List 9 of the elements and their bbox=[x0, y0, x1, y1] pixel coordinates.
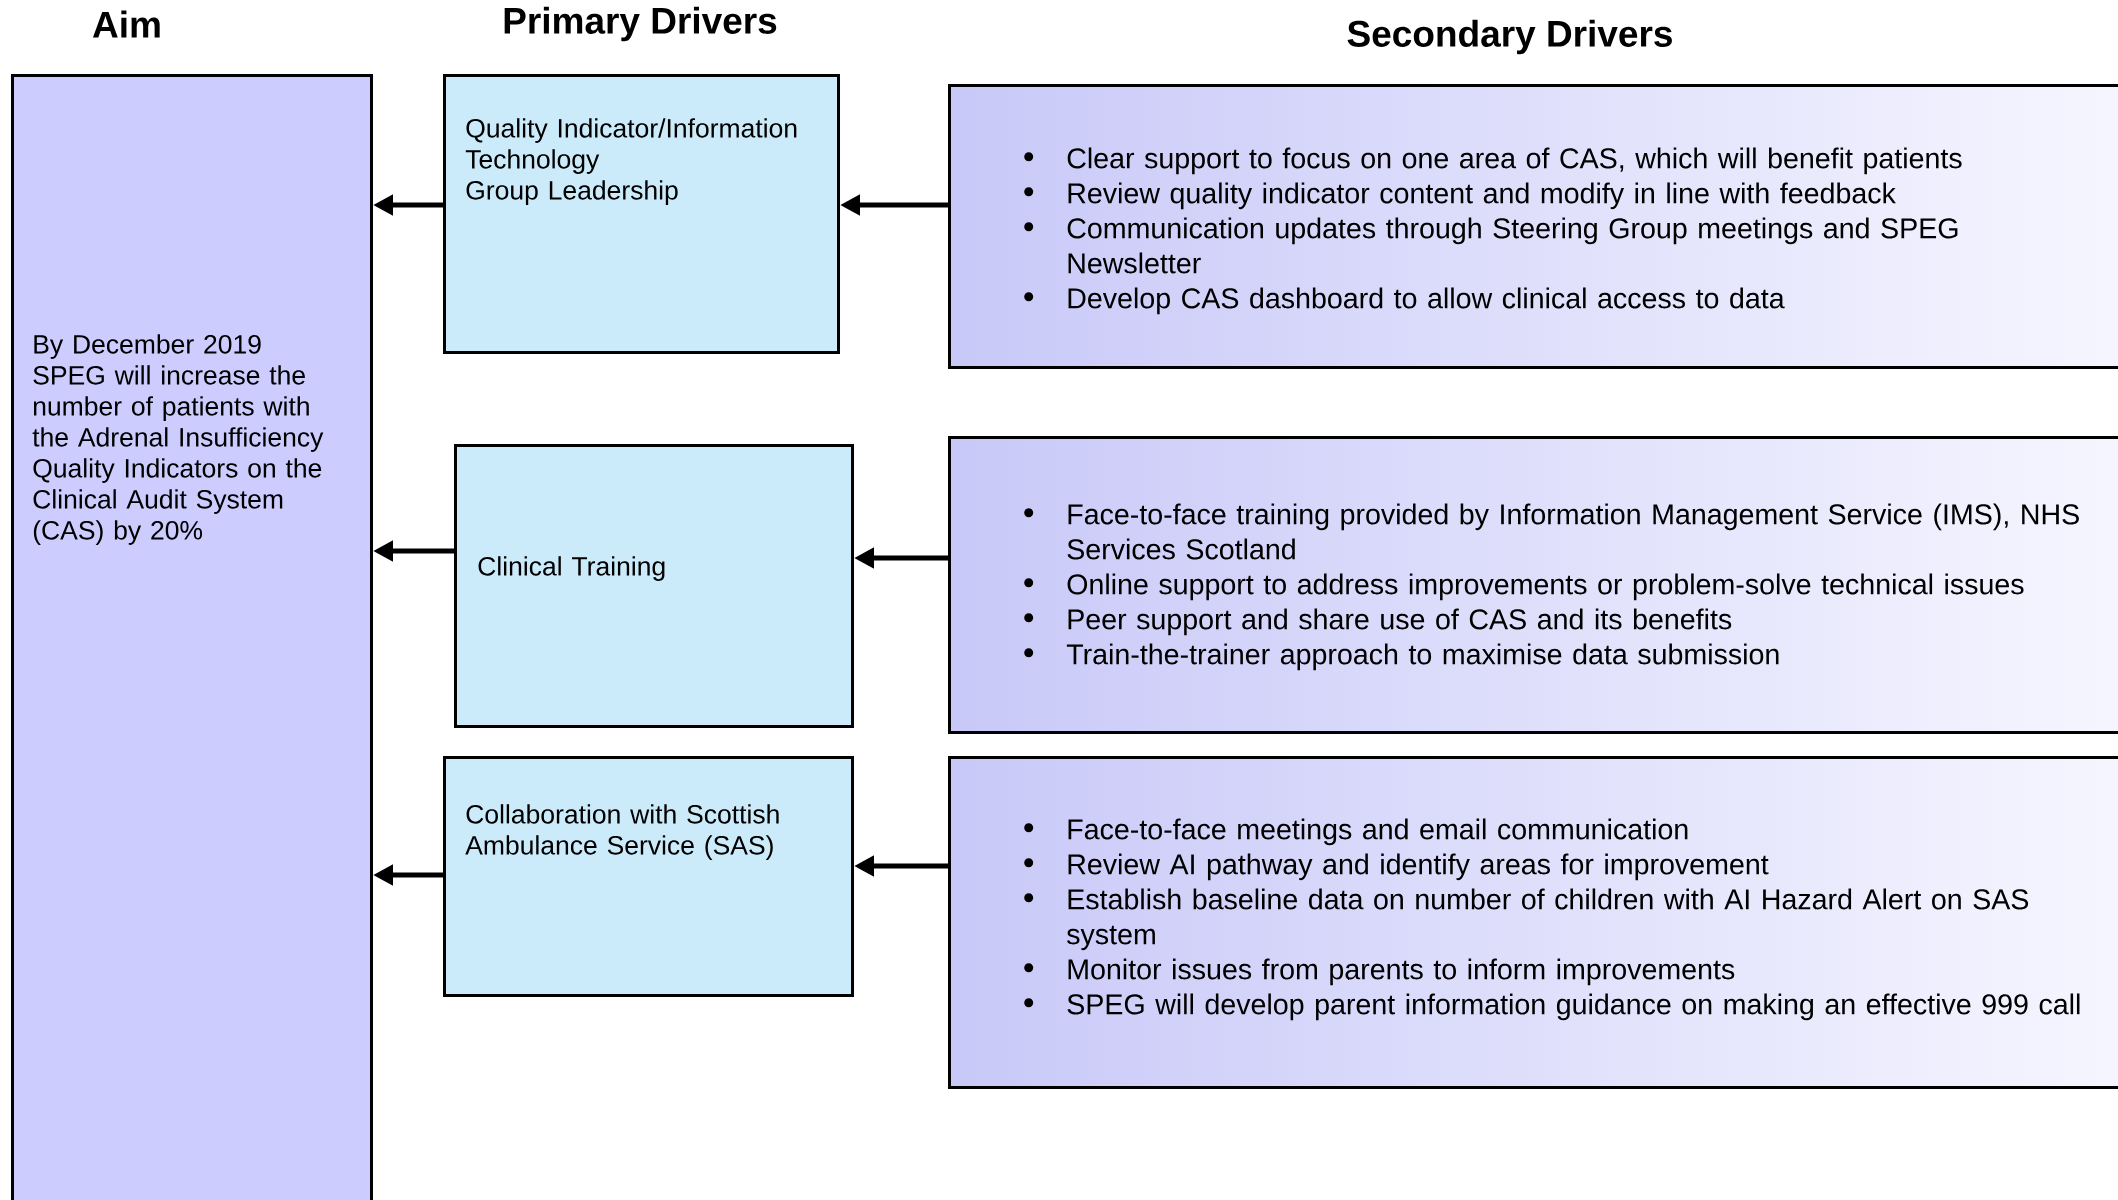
primary-driver-box: Quality Indicator/Information Technology Group Leadership bbox=[443, 74, 840, 354]
secondary-driver-box: Face-to-face training provided by Information Management Service (IMS), NHS Services Scotland Online support to address improvements or problem-solve technical issues Peer support and share use of CAS and its benefits Train-the-trainer approach to maximise data submission bbox=[948, 436, 2118, 734]
secondary-driver-box: Clear support to focus on one area of CAS, which will benefit patients Review quality indicator content and modify in line with feedback Communication updates through Steering Group meetings and SPEG Newsletter Develop CAS dashboard to allow clinical access to data bbox=[948, 84, 2118, 369]
primary-driver-box: Clinical Training bbox=[454, 444, 854, 728]
column-heading: Primary Drivers bbox=[504, 6, 777, 42]
primary-driver-box: Collaboration with Scottish Ambulance Service (SAS) bbox=[443, 756, 854, 997]
aim-box: By December 2019 SPEG will increase the number of patients with the Adrenal Insufficiency Quality Indicators on the Clinical Audit System (CAS) by 20% bbox=[11, 74, 373, 1200]
secondary-driver-box: Face-to-face meetings and email communication Review AI pathway and identify areas for improvement Establish baseline data on number of children with AI Hazard Alert on SAS system Monitor issues from parents to inform improvements SPEG will develop parent information guidance on making an effective 999 call bbox=[948, 756, 2118, 1089]
column-heading: Aim bbox=[93, 10, 160, 38]
